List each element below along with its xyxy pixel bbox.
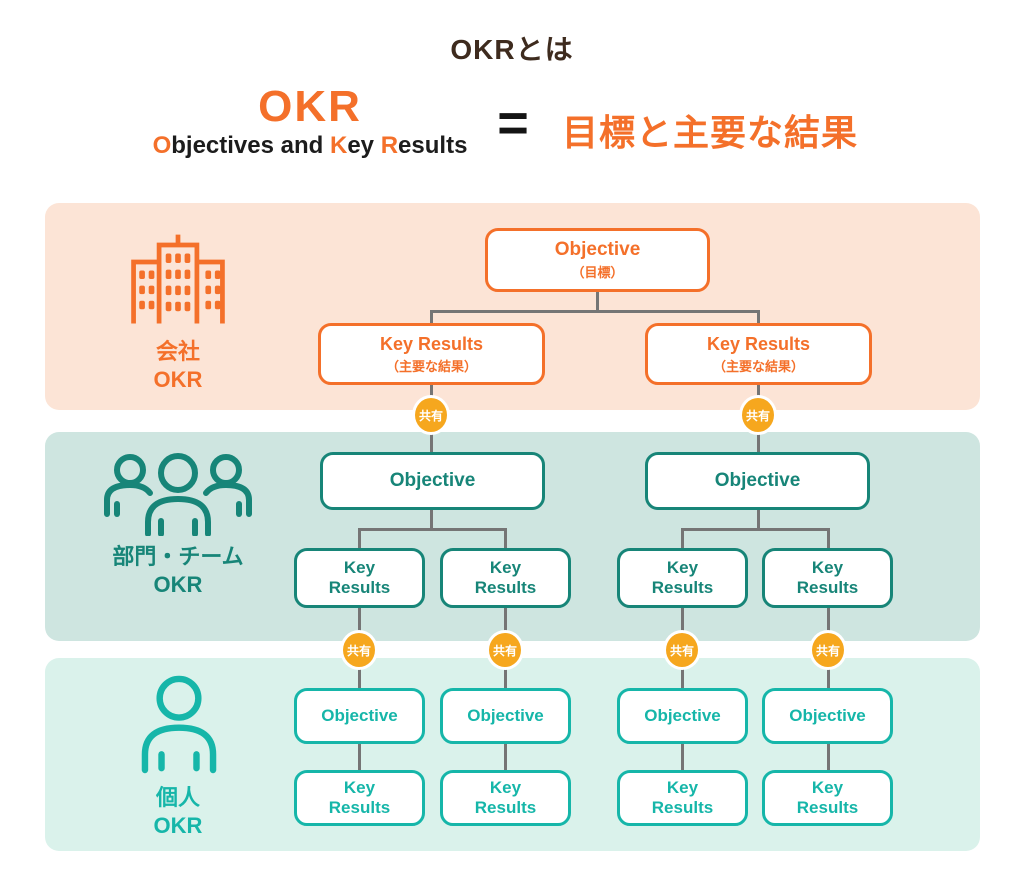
connector-line	[827, 528, 830, 549]
expansion-part: O	[152, 132, 172, 159]
team-key-results-node: Key Results	[762, 548, 893, 608]
individual-objective-node: Objective	[294, 688, 425, 744]
individual-objective-node: Objective	[762, 688, 893, 744]
node-label: Key	[489, 777, 522, 797]
node-label: Key	[343, 557, 376, 577]
connector-line	[757, 310, 760, 324]
individual-key-results-node: Key Results	[294, 770, 425, 826]
okr-acronym: OKR	[258, 82, 362, 131]
share-badge: 共有	[412, 395, 450, 435]
individual-objective-node: Objective	[440, 688, 571, 744]
node-label: Results	[651, 578, 714, 597]
node-sublabel: （主要な結果）	[385, 358, 477, 374]
connector-line	[430, 510, 433, 531]
node-label: Key Results	[379, 333, 484, 354]
level-okr: OKR	[153, 366, 203, 392]
building-icon	[126, 230, 230, 330]
expansion-part: esults	[398, 132, 468, 159]
node-label: Results	[328, 798, 391, 817]
team-objective-node: Objective	[320, 452, 545, 510]
level-name: 会社	[155, 339, 200, 364]
expansion-part: bjectives and	[171, 132, 330, 159]
node-label: Objective	[644, 705, 721, 725]
company-key-results-node: Key Results （主要な結果）	[645, 323, 872, 385]
level-label-team: 部門・チーム OKR	[68, 543, 288, 598]
okr-expansion: Objectives and Key Results	[110, 132, 510, 160]
node-label: Objective	[789, 705, 866, 725]
company-objective-node: Objective （目標）	[485, 228, 710, 292]
connector-line	[827, 744, 830, 770]
expansion-part: R	[380, 132, 399, 159]
share-badge: 共有	[739, 395, 777, 435]
level-label-company: 会社 OKR	[68, 338, 288, 393]
expansion-part: ey	[347, 132, 381, 159]
connector-line	[430, 310, 760, 313]
connector-line	[681, 668, 684, 688]
connector-line	[358, 744, 361, 770]
node-label: Key	[343, 777, 376, 797]
individual-objective-node: Objective	[617, 688, 748, 744]
node-label: Objective	[467, 705, 544, 725]
node-label: Key Results	[706, 333, 811, 354]
connector-line	[681, 744, 684, 770]
connector-line	[681, 528, 684, 549]
connector-line	[681, 528, 830, 531]
team-icon	[93, 448, 263, 536]
node-label: Results	[651, 798, 714, 817]
node-label: Objective	[714, 469, 801, 491]
level-label-individual: 個人 OKR	[68, 784, 288, 839]
node-sublabel: （目標）	[571, 265, 624, 281]
node-label: Objective	[389, 469, 476, 491]
node-label: Results	[328, 578, 391, 597]
share-badge: 共有	[340, 630, 378, 670]
connector-line	[430, 433, 433, 453]
team-objective-node: Objective	[645, 452, 870, 510]
level-okr: OKR	[153, 571, 203, 597]
node-label: Key	[811, 777, 844, 797]
connector-line	[358, 668, 361, 688]
share-badge: 共有	[663, 630, 701, 670]
node-label: Key	[489, 557, 522, 577]
page-title: OKRとは	[450, 34, 574, 65]
node-label: Key	[666, 557, 699, 577]
node-label: Objective	[554, 239, 641, 261]
level-name: 部門・チーム	[112, 544, 244, 569]
connector-line	[430, 310, 433, 324]
node-label: Results	[796, 578, 859, 597]
connector-line	[827, 668, 830, 688]
level-name: 個人	[155, 785, 200, 810]
connector-line	[757, 510, 760, 531]
level-okr: OKR	[153, 812, 203, 838]
equals-sign: =	[497, 93, 529, 153]
team-key-results-node: Key Results	[617, 548, 748, 608]
node-label: Results	[474, 798, 537, 817]
node-label: Key	[811, 557, 844, 577]
okr-meaning: 目標と主要な結果	[562, 112, 859, 153]
individual-key-results-node: Key Results	[617, 770, 748, 826]
connector-line	[504, 744, 507, 770]
node-sublabel: （主要な結果）	[712, 358, 804, 374]
connector-line	[358, 528, 507, 531]
node-label: Results	[474, 578, 537, 597]
connector-line	[757, 433, 760, 453]
connector-line	[596, 292, 599, 311]
node-label: Results	[796, 798, 859, 817]
person-icon	[133, 672, 225, 776]
team-key-results-node: Key Results	[294, 548, 425, 608]
node-label: Objective	[321, 705, 398, 725]
connector-line	[358, 528, 361, 549]
connector-line	[504, 528, 507, 549]
share-badge: 共有	[486, 630, 524, 670]
share-badge: 共有	[809, 630, 847, 670]
connector-line	[504, 668, 507, 688]
expansion-part: K	[329, 132, 348, 159]
individual-key-results-node: Key Results	[440, 770, 571, 826]
company-key-results-node: Key Results （主要な結果）	[318, 323, 545, 385]
node-label: Key	[666, 777, 699, 797]
team-key-results-node: Key Results	[440, 548, 571, 608]
individual-key-results-node: Key Results	[762, 770, 893, 826]
